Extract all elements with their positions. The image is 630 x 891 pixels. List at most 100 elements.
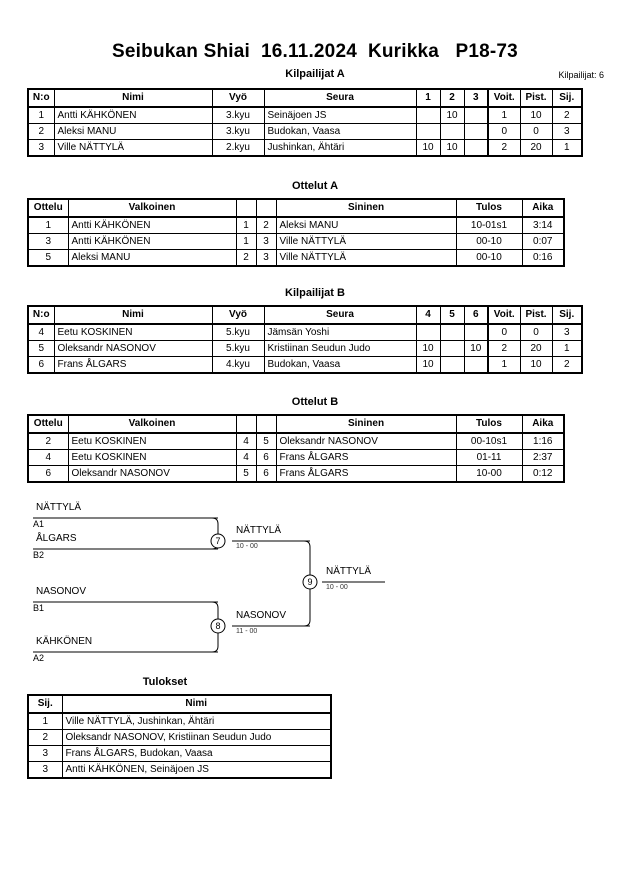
col-header-pist: Pist.	[519, 88, 553, 108]
cell-seura: Kristiinan Seudun Judo	[263, 340, 417, 357]
cell-m5	[439, 340, 465, 357]
cell-sij: 2	[551, 106, 583, 124]
cell-blue-no: 2	[255, 216, 277, 234]
cell-rank: 2	[27, 729, 63, 746]
cell-voit: 2	[487, 139, 521, 157]
col-header-voit: Voit.	[487, 305, 521, 325]
table-row: 1 Antti KÄHKÖNEN 1 2 Aleksi MANU 10-01s1…	[27, 216, 565, 234]
table-row: 4 Eetu KOSKINEN 5.kyu Jämsän Yoshi 0 0 3	[27, 323, 583, 341]
cell-tulos: 00-10	[455, 249, 523, 267]
col-header-tulos: Tulos	[455, 414, 523, 434]
cell-aika: 0:12	[521, 465, 565, 483]
cell-sij: 3	[551, 323, 583, 341]
matches-a-table: Ottelu Valkoinen Sininen Tulos Aika 1 An…	[27, 198, 565, 267]
col-header-sininen: Sininen	[275, 414, 457, 434]
bracket-node-number-7: 7	[215, 536, 221, 546]
cell-m4: 10	[415, 340, 441, 357]
cell-seura: Seinäjoen JS	[263, 106, 417, 124]
matches-b-title: Ottelut B	[291, 396, 339, 408]
col-header-no: N:o	[27, 88, 55, 108]
table-row: 4 Eetu KOSKINEN 4 6 Frans ÅLGARS 01-11 2…	[27, 449, 565, 466]
bracket-node-score-8: 11 - 00	[236, 628, 258, 635]
cell-no: 5	[27, 340, 55, 357]
cell-nimi: Antti KÄHKÖNEN	[53, 106, 213, 124]
cell-m1	[415, 123, 441, 140]
cell-vyo: 3.kyu	[211, 106, 265, 124]
cell-blue: Frans ÅLGARS	[275, 465, 457, 483]
cell-vyo: 2.kyu	[211, 139, 265, 157]
pool-a-header-row: N:o Nimi Vyö Seura 1 2 3 Voit. Pist. Sij…	[27, 88, 583, 108]
matches-b-header-row: Ottelu Valkoinen Sininen Tulos Aika	[27, 414, 565, 434]
cell-pist: 20	[519, 340, 553, 357]
col-header-valkoinen: Valkoinen	[67, 198, 237, 218]
cell-m2	[439, 123, 465, 140]
cell-name: Frans ÅLGARS, Budokan, Vaasa	[61, 745, 332, 762]
col-header-m6: 6	[463, 305, 489, 325]
cell-blue-no: 6	[255, 465, 277, 483]
cell-m6: 10	[463, 340, 489, 357]
cell-voit: 0	[487, 123, 521, 140]
cell-pist: 10	[519, 106, 553, 124]
cell-white-no: 4	[235, 432, 257, 450]
col-header-aika: Aika	[521, 198, 565, 218]
cell-seura: Jämsän Yoshi	[263, 323, 417, 341]
bracket-node-score-7: 10 - 00	[236, 543, 258, 550]
cell-blue-no: 3	[255, 249, 277, 267]
col-header-voit: Voit.	[487, 88, 521, 108]
col-header-sininen: Sininen	[275, 198, 457, 218]
col-header-m3: 3	[463, 88, 489, 108]
table-row: 3 Antti KÄHKÖNEN, Seinäjoen JS	[27, 761, 332, 779]
cell-m3	[463, 123, 489, 140]
cell-vyo: 5.kyu	[211, 340, 265, 357]
cell-blue-no: 6	[255, 449, 277, 466]
bracket-entry-seed-1: A1	[33, 519, 45, 529]
cell-m4: 10	[415, 356, 441, 374]
cell-sij: 1	[551, 340, 583, 357]
cell-nimi: Aleksi MANU	[53, 123, 213, 140]
bracket-entry-seed-3: B1	[33, 603, 45, 613]
table-row: 1 Ville NÄTTYLÄ, Jushinkan, Ähtäri	[27, 712, 332, 730]
cell-white: Antti KÄHKÖNEN	[67, 216, 237, 234]
cell-m1	[415, 106, 441, 124]
cell-blue-no: 5	[255, 432, 277, 450]
cell-white: Eetu KOSKINEN	[67, 449, 237, 466]
col-header-nimi: Nimi	[61, 694, 332, 714]
table-row: 6 Frans ÅLGARS 4.kyu Budokan, Vaasa 10 1…	[27, 356, 583, 374]
cell-ottelu: 5	[27, 249, 69, 267]
pool-b-header-row: N:o Nimi Vyö Seura 4 5 6 Voit. Pist. Sij…	[27, 305, 583, 325]
cell-no: 2	[27, 123, 55, 140]
cell-blue: Aleksi MANU	[275, 216, 457, 234]
cell-no: 4	[27, 323, 55, 341]
table-row: 3 Antti KÄHKÖNEN 1 3 Ville NÄTTYLÄ 00-10…	[27, 233, 565, 250]
pool-a-subtitle: Kilpailijat A	[285, 68, 345, 80]
cell-tulos: 01-11	[455, 449, 523, 466]
cell-ottelu: 2	[27, 432, 69, 450]
col-header-sij: Sij.	[27, 694, 63, 714]
col-header-nimi: Nimi	[53, 305, 213, 325]
cell-no: 6	[27, 356, 55, 374]
cell-m2: 10	[439, 106, 465, 124]
cell-pist: 20	[519, 139, 553, 157]
cell-white-no: 5	[235, 465, 257, 483]
col-header-blue-no	[255, 198, 277, 218]
cell-voit: 1	[487, 356, 521, 374]
cell-m6	[463, 356, 489, 374]
bracket-entry-name-1: NÄTTYLÄ	[36, 502, 82, 513]
col-header-blue-no	[255, 414, 277, 434]
cell-tulos: 10-01s1	[455, 216, 523, 234]
cell-blue: Ville NÄTTYLÄ	[275, 249, 457, 267]
table-row: 1 Antti KÄHKÖNEN 3.kyu Seinäjoen JS 10 1…	[27, 106, 583, 124]
col-header-sij: Sij.	[551, 305, 583, 325]
cell-sij: 1	[551, 139, 583, 157]
table-row: 3 Ville NÄTTYLÄ 2.kyu Jushinkan, Ähtäri …	[27, 139, 583, 157]
cell-tulos: 10-00	[455, 465, 523, 483]
cell-nimi: Oleksandr NASONOV	[53, 340, 213, 357]
bracket-node-circle-8	[210, 618, 226, 634]
cell-m3	[463, 139, 489, 157]
col-header-vyo: Vyö	[211, 88, 265, 108]
cell-white-no: 4	[235, 449, 257, 466]
col-header-white-no	[235, 198, 257, 218]
col-header-nimi: Nimi	[53, 88, 213, 108]
cell-voit: 0	[487, 323, 521, 341]
bracket-entry-name-2: ÅLGARS	[36, 533, 77, 544]
